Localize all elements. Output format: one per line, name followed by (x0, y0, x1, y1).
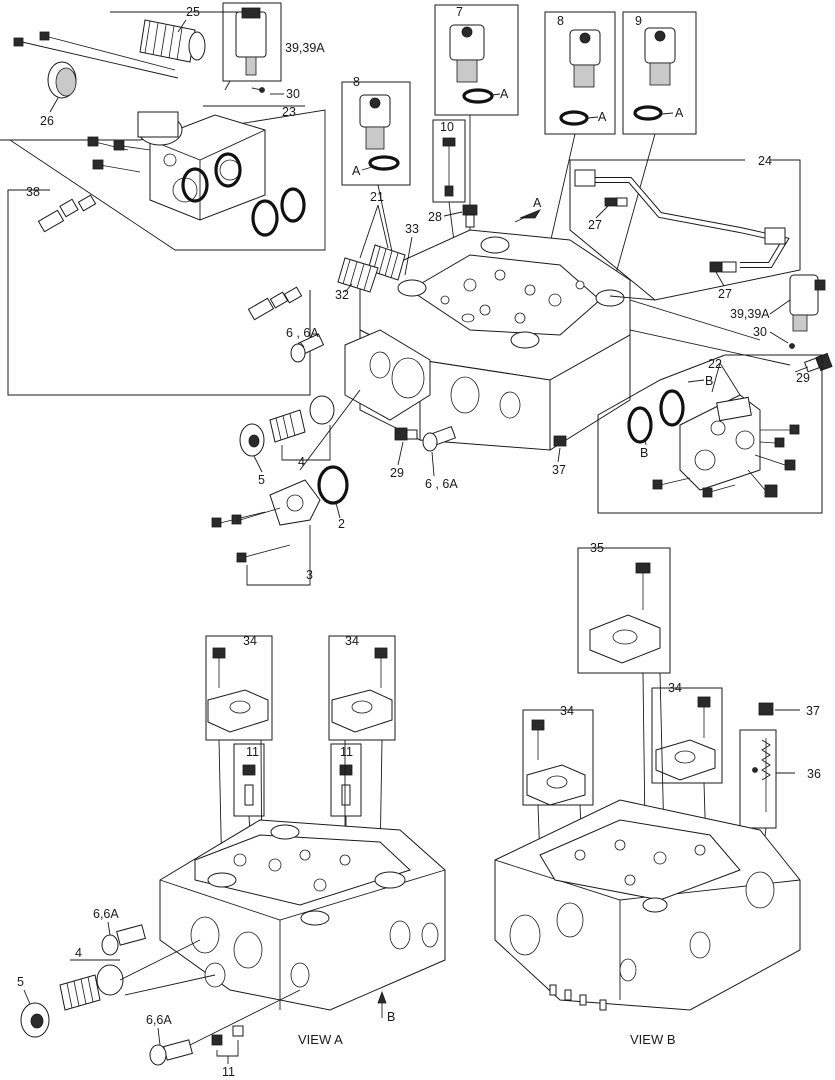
spring-4-view-a (59, 964, 124, 1011)
callout-11-view-a-right: 11 (340, 745, 353, 759)
callout-8-left: 8 (353, 75, 360, 89)
pipe-38-group: 38 (7, 185, 311, 396)
callout-30-right: 30 (753, 325, 767, 339)
callout-36: 36 (807, 767, 821, 781)
callout-25: 25 (186, 5, 200, 19)
callout-39-39a-right: 39,39A (730, 307, 770, 321)
callout-24: 24 (758, 154, 772, 168)
solenoid-block-group: 25 39,39A 30 23 26 (0, 2, 326, 251)
callout-27-upper: 27 (588, 218, 602, 232)
callout-29-lower: 29 (390, 466, 404, 480)
callout-b-lower: B (640, 446, 648, 460)
callout-29-right: 29 (796, 371, 810, 385)
box-22-group: 22 B B (597, 354, 823, 514)
callout-38: 38 (26, 185, 40, 199)
callout-a-7: A (500, 87, 509, 101)
callout-11-view-a-lower: 11 (222, 1065, 235, 1079)
callout-6-6a-view-a-upper: 6,6A (93, 907, 119, 921)
callout-34-view-b-right: 34 (668, 681, 682, 695)
callout-6-6a-upper: 6 , 6A (286, 326, 319, 340)
callout-23: 23 (282, 105, 296, 119)
callout-34-view-a-left: 34 (243, 634, 257, 648)
left-loose-parts: 6 , 6A 5 4 2 3 29 (211, 326, 567, 586)
callout-28: 28 (428, 210, 442, 224)
spring-25 (139, 19, 206, 63)
callout-35: 35 (590, 541, 604, 555)
callout-4-upper: 4 (298, 455, 305, 469)
callout-a-8-left: A (352, 164, 361, 178)
callout-5-view-a: 5 (17, 975, 24, 989)
spring-4-upper (269, 395, 335, 443)
callout-39-39a-top: 39,39A (285, 41, 325, 55)
callout-8-right: 8 (557, 14, 564, 28)
callout-6-6a-view-a-lower: 6,6A (146, 1013, 172, 1027)
callout-a-9: A (675, 106, 684, 120)
callout-27-lower: 27 (718, 287, 732, 301)
callout-11-view-a-left: 11 (246, 745, 259, 759)
callout-b-upper: B (705, 374, 713, 388)
screw-set-23 (87, 136, 151, 173)
callout-2: 2 (338, 517, 345, 531)
callout-9: 9 (635, 14, 642, 28)
view-b-caption: VIEW B (630, 1032, 676, 1047)
main-valve-block: 21 33 28 32 A (335, 190, 631, 451)
callout-7: 7 (456, 5, 463, 19)
view-a-group: 34 34 11 11 (17, 634, 446, 1079)
view-arrow-a-label: A (533, 196, 542, 210)
view-arrow-b-label: B (387, 1010, 395, 1024)
callout-10: 10 (440, 120, 454, 134)
callout-6-6a-lower: 6 , 6A (425, 477, 458, 491)
callout-33: 33 (405, 222, 419, 236)
callout-4-view-a: 4 (75, 946, 82, 960)
callout-3: 3 (306, 568, 313, 582)
callout-34-view-b-left: 34 (560, 704, 574, 718)
view-b-bottom-pins (549, 984, 607, 1011)
view-b-group: 35 34 34 36 37 (494, 541, 821, 1047)
callout-a-8-right: A (598, 110, 607, 124)
view-a-caption: VIEW A (298, 1032, 343, 1047)
pipe-24-group: 24 27 27 39,39A 30 29 (569, 154, 833, 385)
callout-37-upper: 37 (552, 463, 566, 477)
callout-30-top: 30 (286, 87, 300, 101)
screw-set-22 (652, 424, 800, 498)
callout-5-upper: 5 (258, 473, 265, 487)
callout-37-view-b: 37 (806, 704, 820, 718)
relief-spring-36 (752, 738, 771, 812)
callout-34-view-a-right: 34 (345, 634, 359, 648)
spring-32 (337, 257, 379, 293)
callout-21: 21 (370, 190, 384, 204)
callout-26: 26 (40, 114, 54, 128)
